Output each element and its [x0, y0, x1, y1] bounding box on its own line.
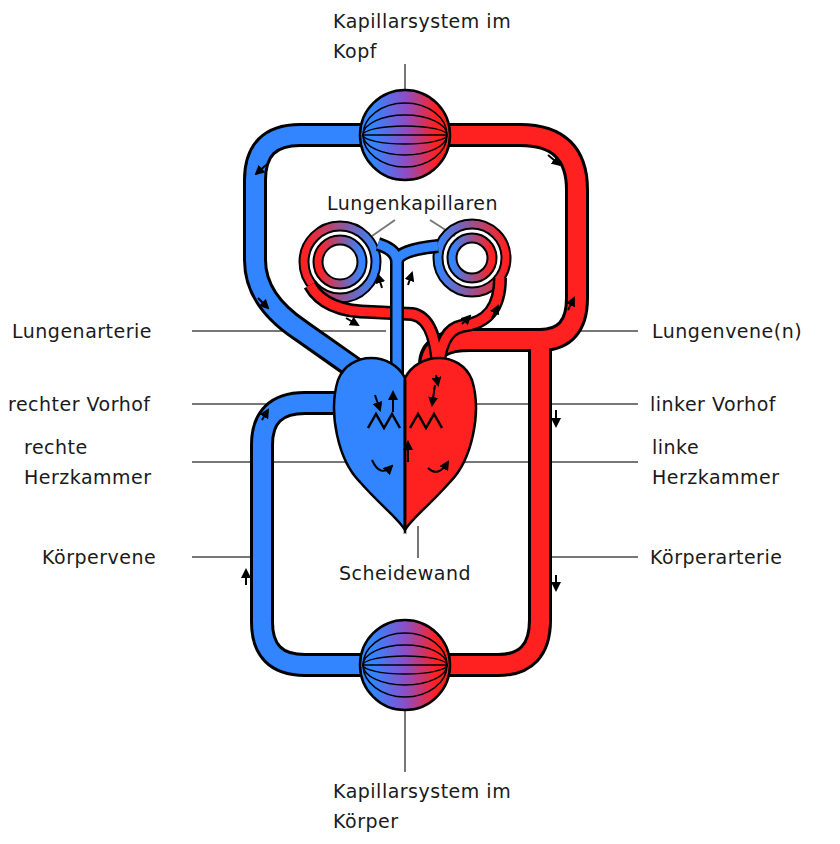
part-label: rechter Vorhof	[8, 389, 190, 419]
lung-loop	[452, 238, 492, 278]
septum	[404, 380, 407, 530]
vessels	[255, 135, 577, 665]
part-label: Lungenvene(n)	[652, 316, 832, 346]
part-label: Kapillarsystem im Kopf	[333, 6, 523, 66]
part-label: linke Herzkammer	[652, 432, 822, 492]
leader-line	[550, 556, 638, 558]
part-label: Kapillarsystem im Körper	[333, 776, 533, 836]
part-label: Lungenkapillaren	[300, 188, 525, 218]
leader-line	[192, 556, 254, 558]
part-label: Körperarterie	[650, 542, 830, 572]
part-label: Scheidewand	[320, 558, 490, 588]
leader-line	[404, 708, 406, 772]
part-label: linker Vorhof	[650, 389, 830, 419]
right-heart	[334, 358, 405, 530]
leader-line	[192, 461, 360, 463]
heart	[334, 358, 476, 530]
leader-line	[372, 220, 395, 236]
flow-arrows	[246, 155, 574, 590]
vessel-outlines	[255, 135, 577, 665]
body-vein-head	[255, 135, 370, 379]
leader-line	[417, 526, 419, 560]
part-label: Lungenarterie	[12, 316, 190, 346]
part-label: rechte Herzkammer	[24, 432, 190, 492]
part-label: Körpervene	[42, 542, 192, 572]
head-capillaries	[360, 90, 450, 180]
valve	[368, 414, 400, 428]
body-capillaries	[360, 620, 450, 710]
pulmonary-veins	[310, 278, 500, 382]
valve	[410, 414, 442, 428]
lung-loop	[318, 240, 362, 284]
leader-lines	[192, 64, 638, 772]
left-heart	[405, 358, 476, 530]
